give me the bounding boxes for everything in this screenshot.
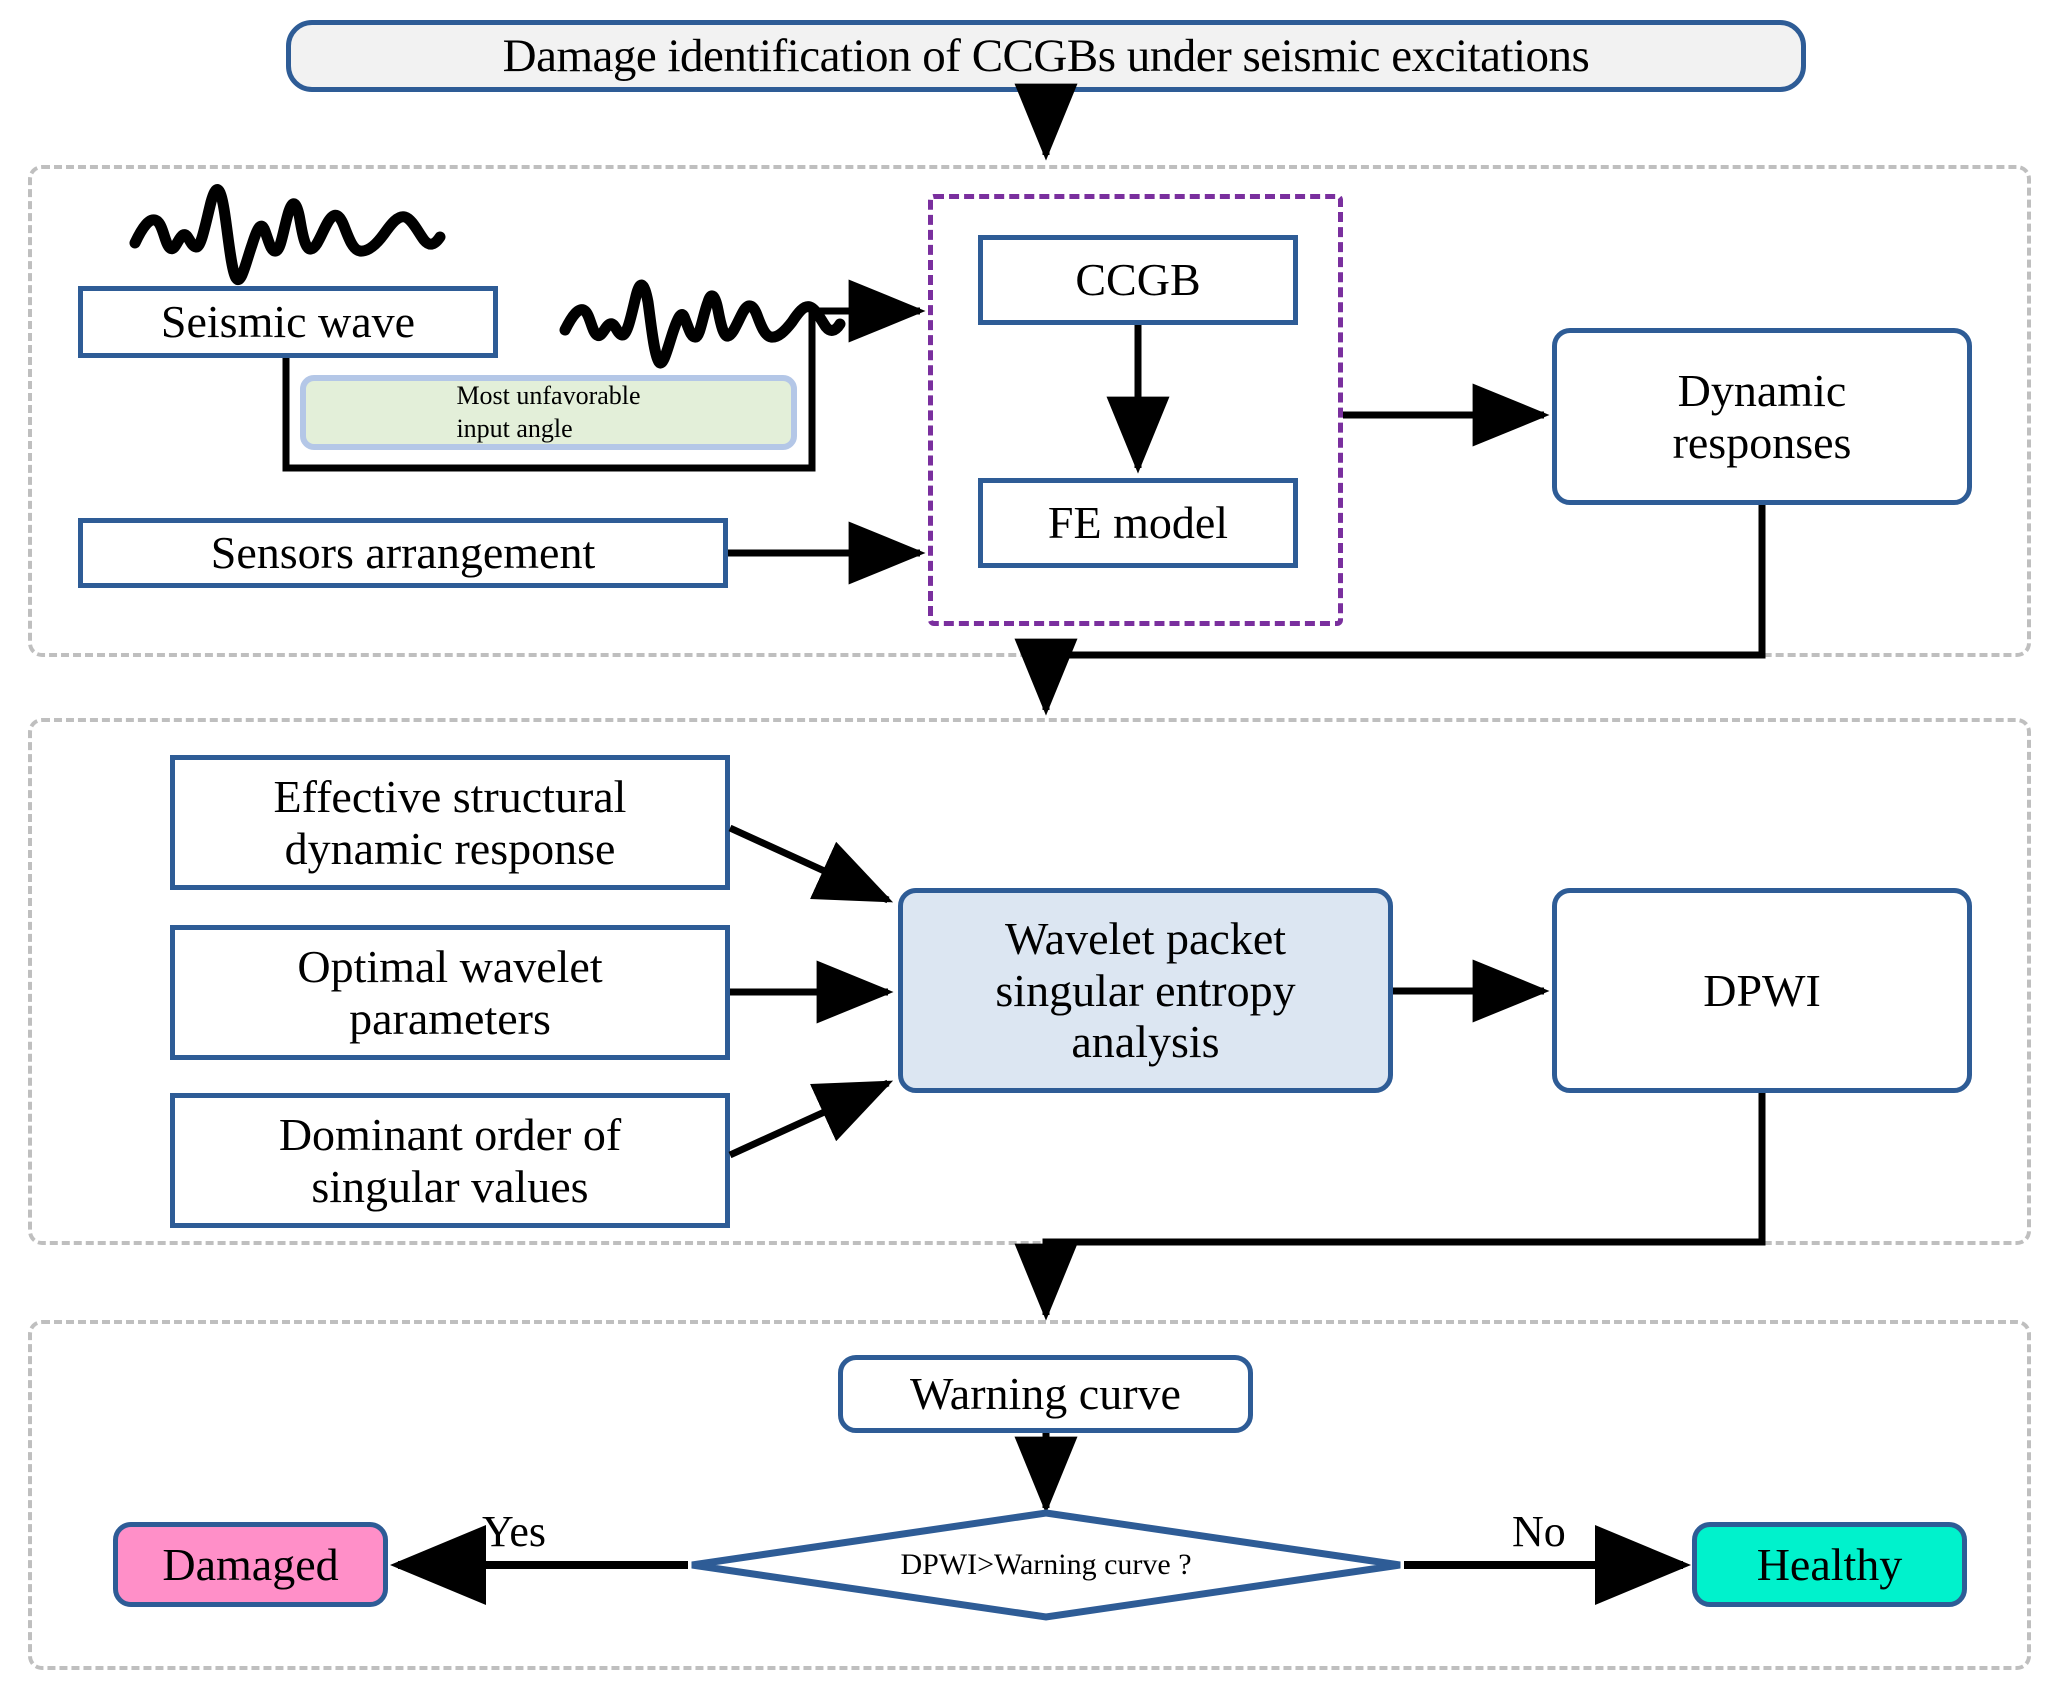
damaged-label: Damaged [162, 1538, 339, 1590]
seismic-wave-label: Seismic wave [160, 296, 416, 348]
wpse-line-2: singular entropy [995, 964, 1296, 1016]
dynamic-responses-line-1: Dynamic [1677, 364, 1847, 416]
optimal-wavelet-line-1: Optimal wavelet [297, 940, 603, 992]
dominant-order-line-1: Dominant order of [278, 1108, 622, 1160]
sensors-arrangement-box[interactable]: Sensors arrangement [78, 518, 728, 588]
ccgb-label: CCGB [1075, 254, 1201, 306]
seismic-wave-box[interactable]: Seismic wave [78, 286, 498, 358]
healthy-box[interactable]: Healthy [1692, 1522, 1967, 1607]
ccgb-box[interactable]: CCGB [978, 235, 1298, 325]
diagram-title: Damage identification of CCGBs under sei… [286, 20, 1806, 92]
effective-response-line-2: dynamic response [284, 822, 616, 874]
wpse-line-3: analysis [1071, 1016, 1220, 1068]
diagram-title-text: Damage identification of CCGBs under sei… [502, 30, 1590, 82]
fe-model-label: FE model [1047, 497, 1229, 549]
dominant-order-line-2: singular values [311, 1160, 589, 1212]
healthy-label: Healthy [1756, 1538, 1903, 1590]
input-angle-note: Most unfavorable input angle [300, 375, 797, 450]
dynamic-responses-line-2: responses [1672, 416, 1852, 468]
optimal-wavelet-box[interactable]: Optimal wavelet parameters [170, 925, 730, 1060]
warning-curve-box[interactable]: Warning curve [838, 1355, 1253, 1433]
warning-curve-label: Warning curve [910, 1368, 1181, 1420]
fe-model-box[interactable]: FE model [978, 478, 1298, 568]
stage-2-container [28, 718, 2031, 1245]
dpwi-label: DPWI [1703, 964, 1821, 1016]
decision-label: DPWI>Warning curve ? [900, 1548, 1192, 1581]
wavelet-packet-entropy-box[interactable]: Wavelet packet singular entropy analysis [898, 888, 1393, 1093]
no-edge-label: No [1512, 1507, 1566, 1556]
dominant-order-box[interactable]: Dominant order of singular values [170, 1093, 730, 1228]
wpse-line-1: Wavelet packet [1004, 913, 1287, 965]
effective-response-box[interactable]: Effective structural dynamic response [170, 755, 730, 890]
input-angle-line-2: input angle [456, 413, 573, 443]
dpwi-box[interactable]: DPWI [1552, 888, 1972, 1093]
dynamic-responses-box[interactable]: Dynamic responses [1552, 328, 1972, 505]
effective-response-line-1: Effective structural [273, 770, 627, 822]
damaged-box[interactable]: Damaged [113, 1522, 388, 1607]
yes-edge-label: Yes [482, 1507, 547, 1556]
sensors-arrangement-label: Sensors arrangement [210, 527, 596, 579]
optimal-wavelet-line-2: parameters [349, 992, 551, 1044]
input-angle-line-1: Most unfavorable [456, 381, 641, 410]
stage-3-container [28, 1320, 2031, 1670]
